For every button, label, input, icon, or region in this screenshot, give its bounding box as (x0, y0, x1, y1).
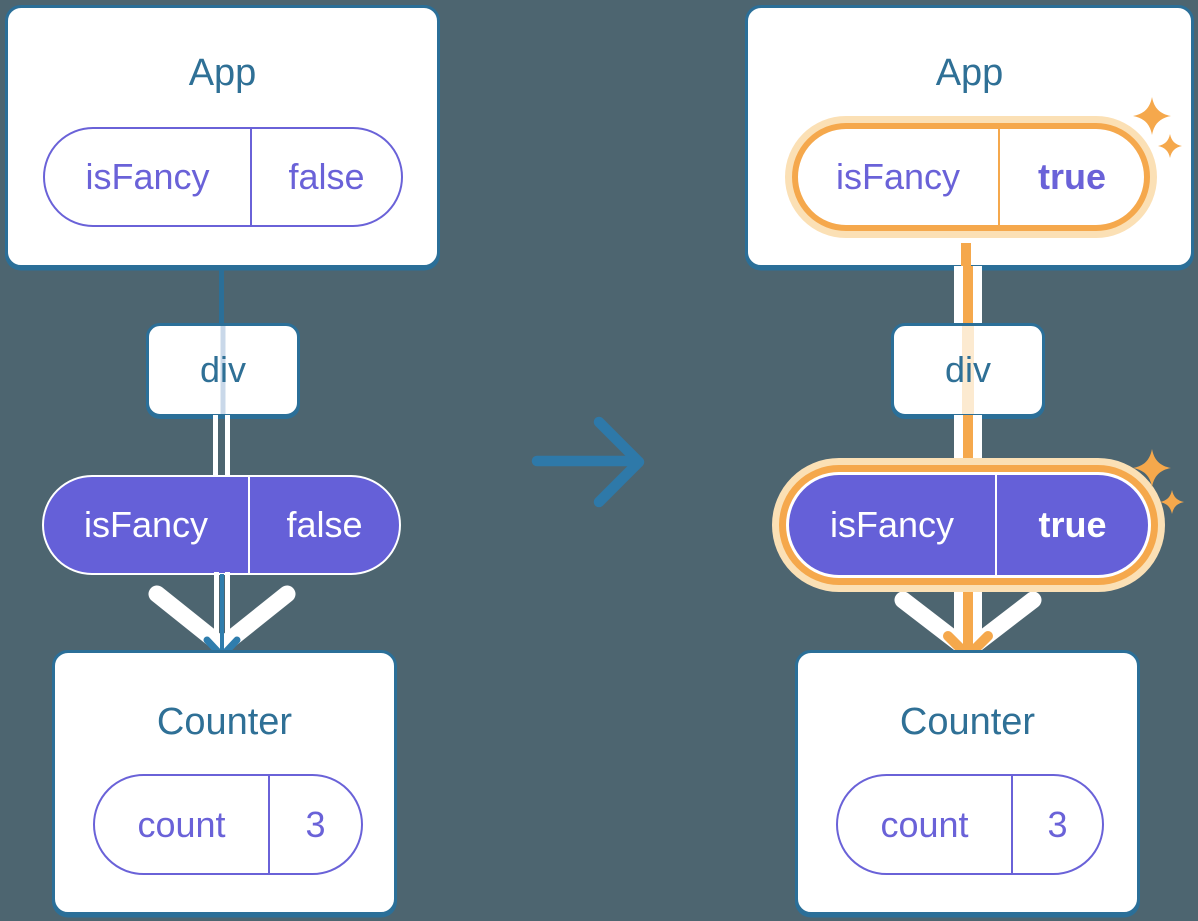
down-arrow-icon (148, 572, 296, 660)
after-div-node: div (891, 323, 1045, 417)
before-counter-state-pill: count 3 (93, 774, 363, 875)
right-arrow-icon (531, 416, 645, 508)
after-div-label: div (944, 349, 992, 390)
state-value-cell: 3 (305, 803, 326, 845)
before-app-title: App (188, 52, 257, 94)
after-div-to-pill-line (954, 415, 982, 461)
prop-value-cell: false (288, 156, 365, 197)
prop-name-cell: isFancy (44, 477, 250, 573)
before-app-to-div-line (219, 266, 224, 325)
sparkle-icon (1133, 449, 1184, 514)
before-faded-pass-line (220, 326, 226, 414)
state-name-cell: count (838, 776, 1013, 873)
after-faded-pass-line (962, 326, 974, 414)
before-counter-title: Counter (156, 701, 293, 743)
prop-name-cell: isFancy (789, 475, 997, 575)
sparkle-icon (1133, 97, 1182, 158)
state-value-cell: 3 (1047, 803, 1068, 845)
before-app-prop-pill: isFancy false (43, 127, 403, 227)
prop-name-cell: isFancy (45, 129, 252, 225)
before-app-card: App isFancy false (5, 5, 440, 268)
after-counter-state-pill: count 3 (836, 774, 1104, 875)
arrowhead (593, 416, 645, 508)
before-div-to-pill-line (213, 415, 230, 478)
before-div-label: div (199, 349, 247, 390)
prop-value-cell: true (1038, 504, 1107, 545)
after-app-prop-pill-highlighted: isFancy true (792, 123, 1150, 231)
prop-name-cell: isFancy (798, 129, 1000, 225)
after-app-title: App (935, 52, 1004, 94)
after-passed-prop-pill-highlighted: isFancy true (789, 475, 1148, 575)
prop-value-cell: true (1037, 156, 1106, 197)
after-counter-card: Counter count 3 (795, 650, 1140, 915)
sparkle-small (1160, 490, 1184, 514)
sparkle-small (1158, 134, 1182, 158)
state-name-cell: count (95, 776, 270, 873)
after-app-card: App isFancy true (745, 5, 1194, 271)
sparkle-large (1133, 449, 1171, 487)
prop-value-cell: false (286, 504, 363, 545)
after-pass-line-stem (961, 243, 971, 271)
before-div-node: div (146, 323, 300, 417)
after-counter-title: Counter (899, 701, 1036, 743)
before-counter-card: Counter count 3 (52, 650, 397, 915)
after-app-to-div-line (954, 266, 982, 325)
before-passed-prop-pill: isFancy false (42, 475, 401, 575)
sparkle-large (1133, 97, 1171, 135)
